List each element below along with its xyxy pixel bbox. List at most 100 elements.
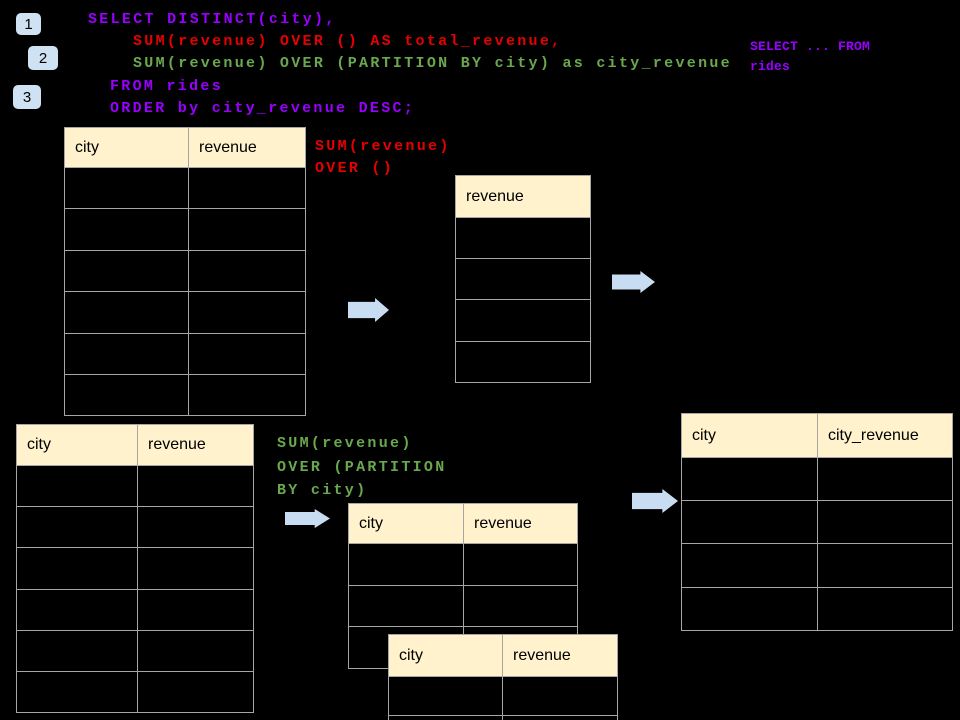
table-cell xyxy=(64,208,189,251)
arrow-right-icon xyxy=(348,298,389,322)
sql-line-from: FROM rides xyxy=(110,78,224,95)
table-cell xyxy=(388,676,503,716)
table-row xyxy=(455,299,591,342)
table-header-row: city city_revenue xyxy=(681,413,953,458)
table-row xyxy=(455,340,591,383)
table-cell xyxy=(348,543,464,586)
table-cell xyxy=(16,464,138,508)
table-row xyxy=(681,586,953,631)
side-note-line-1: SELECT ... FROM xyxy=(750,39,871,54)
table-partition-overlay: city revenue xyxy=(388,634,618,720)
table-cell xyxy=(137,588,254,631)
column-header-revenue: revenue xyxy=(502,634,618,677)
column-header-city: city xyxy=(681,413,818,458)
table-cell xyxy=(64,249,189,293)
sql-line-select: SELECT DISTINCT(city), xyxy=(88,11,337,28)
label-total-window-line-2: OVER () xyxy=(315,160,395,177)
table-cell xyxy=(16,588,138,631)
table-cell xyxy=(16,629,138,672)
table-cell xyxy=(188,249,306,293)
step-badge-3: 3 xyxy=(13,85,41,109)
side-note-line-2: rides xyxy=(750,59,791,74)
table-row xyxy=(64,208,306,251)
table-row xyxy=(64,332,306,375)
table-cell xyxy=(137,464,254,508)
column-header-city: city xyxy=(388,634,503,677)
table-cell xyxy=(137,506,254,549)
table-cell xyxy=(188,166,306,210)
table-cell xyxy=(16,547,138,590)
table-cell xyxy=(455,258,591,301)
table-row xyxy=(16,464,254,508)
column-header-revenue: revenue xyxy=(188,127,306,168)
table-cell xyxy=(188,373,306,417)
table-row xyxy=(64,373,306,417)
sql-line-city-revenue: SUM(revenue) OVER (PARTITION BY city) as… xyxy=(133,55,732,72)
table-cell xyxy=(64,166,189,210)
table-cell xyxy=(16,506,138,549)
label-partition-window-line-1: SUM(revenue) xyxy=(277,435,413,452)
column-header-city: city xyxy=(16,424,138,466)
table-cell xyxy=(502,676,618,716)
table-row xyxy=(681,500,953,545)
column-header-city: city xyxy=(64,127,189,168)
table-source-top: city revenue xyxy=(64,127,306,417)
table-cell xyxy=(348,584,464,628)
arrow-right-icon xyxy=(632,489,678,513)
table-row xyxy=(16,588,254,631)
table-cell xyxy=(817,456,953,502)
table-header-row: city revenue xyxy=(388,634,618,677)
table-row xyxy=(16,629,254,672)
table-cell xyxy=(502,715,618,720)
table-row xyxy=(388,676,618,716)
arrow-right-icon xyxy=(285,509,330,528)
table-cell xyxy=(817,500,953,545)
table-total-result: revenue xyxy=(455,175,591,383)
table-cell xyxy=(188,208,306,251)
table-cell xyxy=(455,299,591,342)
table-cell xyxy=(463,543,578,586)
table-cell xyxy=(137,547,254,590)
table-cell xyxy=(817,543,953,588)
table-row xyxy=(64,166,306,210)
table-row xyxy=(388,715,618,720)
table-header-row: city revenue xyxy=(348,503,578,544)
table-cell xyxy=(64,291,189,334)
sql-line-order-by: ORDER by city_revenue DESC; xyxy=(110,100,416,117)
column-header-city: city xyxy=(348,503,464,544)
table-row xyxy=(681,456,953,502)
table-cell xyxy=(681,586,818,631)
column-header-revenue: revenue xyxy=(463,503,578,544)
table-cell xyxy=(681,543,818,588)
label-partition-window-line-3: BY city) xyxy=(277,482,368,499)
table-row xyxy=(348,584,578,628)
table-cell xyxy=(16,670,138,714)
column-header-revenue: revenue xyxy=(137,424,254,466)
table-cell xyxy=(188,332,306,375)
table-source-bottom: city revenue xyxy=(16,424,254,714)
arrow-right-icon xyxy=(612,271,655,293)
table-header-row: city revenue xyxy=(16,424,254,466)
sql-line-total-revenue: SUM(revenue) OVER () AS total_revenue, xyxy=(133,33,563,50)
table-row xyxy=(64,249,306,293)
table-cell xyxy=(64,373,189,417)
table-row xyxy=(16,506,254,549)
table-cell xyxy=(455,340,591,383)
label-total-window-line-1: SUM(revenue) xyxy=(315,138,451,155)
table-row xyxy=(16,547,254,590)
table-cell xyxy=(137,629,254,672)
table-row xyxy=(455,258,591,301)
table-header-row: revenue xyxy=(455,175,591,218)
table-cell xyxy=(681,456,818,502)
table-cell xyxy=(455,216,591,260)
table-cell xyxy=(463,584,578,628)
column-header-city-revenue: city_revenue xyxy=(817,413,953,458)
table-row xyxy=(681,543,953,588)
table-cell xyxy=(137,670,254,714)
table-row xyxy=(16,670,254,714)
step-badge-2: 2 xyxy=(28,46,58,70)
table-row xyxy=(348,543,578,586)
table-cell xyxy=(388,715,503,720)
table-city-revenue-result: city city_revenue xyxy=(681,413,953,631)
